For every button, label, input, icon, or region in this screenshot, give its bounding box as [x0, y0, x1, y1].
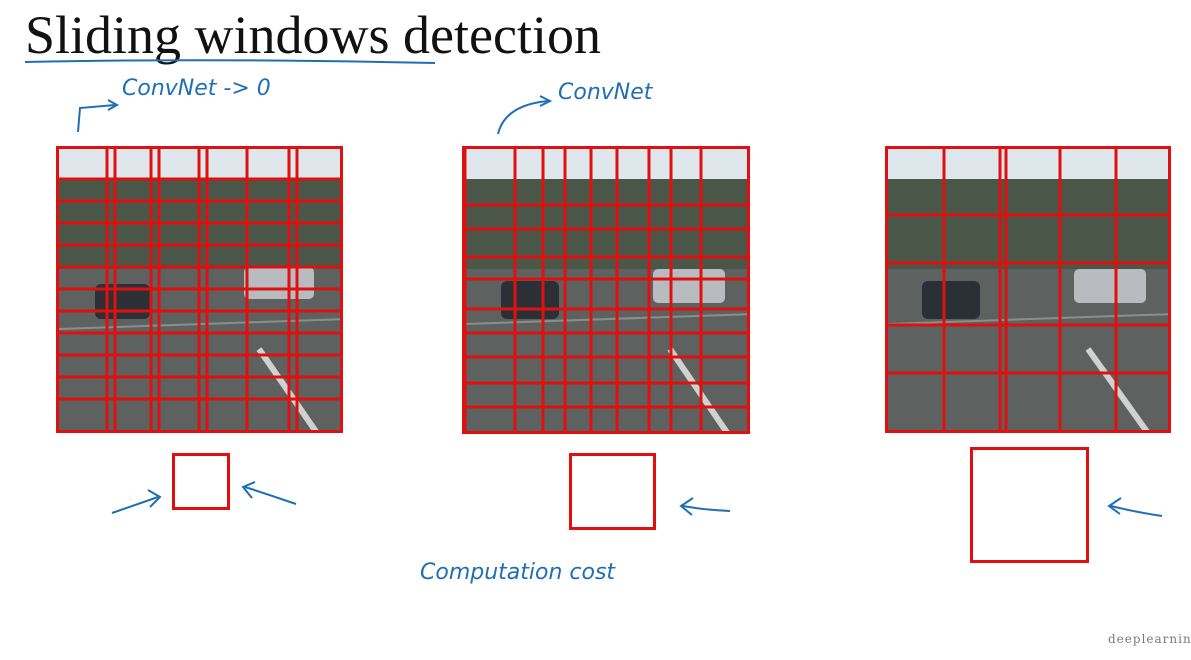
left-convnet-arrow — [78, 105, 115, 132]
convnet-annotation-middle: ConvNet — [558, 80, 652, 105]
large-window-arrow — [1111, 506, 1162, 516]
computation-cost-annotation: Computation cost — [420, 560, 615, 585]
deeplearning-logo: deeplearning.ai — [1108, 632, 1191, 646]
medium-window-box — [569, 453, 656, 530]
convnet-annotation-left: ConvNet -> 0 — [122, 76, 271, 101]
page-title: Sliding windows detection — [25, 5, 601, 65]
small-window-box — [172, 453, 230, 510]
small-window-arrow-right — [245, 487, 296, 504]
small-window-arrow-left — [112, 497, 158, 513]
street-scene-image-1 — [59, 149, 343, 433]
street-scene-image-2 — [465, 149, 750, 434]
large-window-grid — [885, 146, 1171, 433]
medium-window-grid — [462, 146, 750, 434]
street-scene-image-3 — [888, 149, 1171, 433]
small-window-grid — [56, 146, 343, 433]
large-window-box — [970, 447, 1089, 563]
middle-convnet-arrow — [498, 101, 548, 134]
medium-window-arrow — [683, 506, 730, 511]
